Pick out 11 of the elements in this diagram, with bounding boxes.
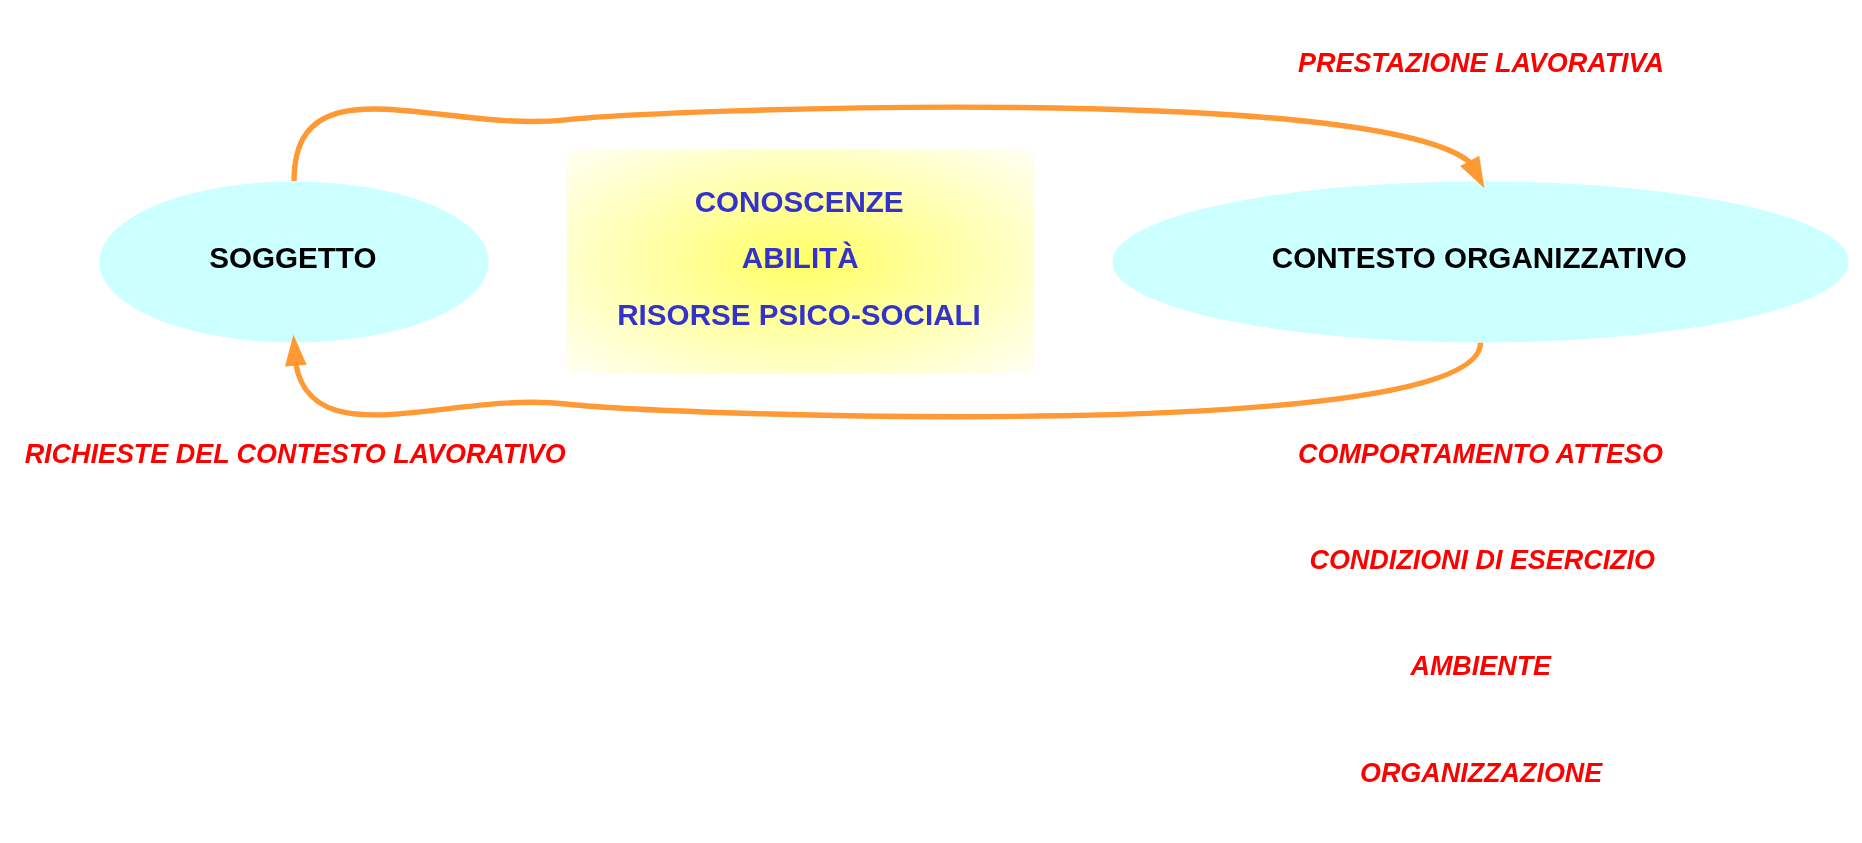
- node-ellipse: CONTESTO ORGANIZZATIVO: [1112, 181, 1849, 343]
- node-box: CONOSCENZE ABILITÀ RISORSE PSICO-SOCIALI: [565, 148, 1036, 376]
- arrow: [291, 104, 1485, 189]
- label: COMPORTAMENTO ATTESO: [1298, 438, 1663, 469]
- label: ORGANIZZAZIONE: [1359, 757, 1603, 788]
- label: PRESTAZIONE LAVORATIVA: [1298, 48, 1664, 79]
- label: RICHIESTE DEL CONTESTO LAVORATIVO: [24, 438, 566, 469]
- node-ellipse: SOGGETTO: [99, 181, 489, 343]
- label: CONDIZIONI DI ESERCIZIO: [1309, 544, 1655, 575]
- label: AMBIENTE: [1410, 651, 1552, 682]
- arrow: [285, 334, 1483, 420]
